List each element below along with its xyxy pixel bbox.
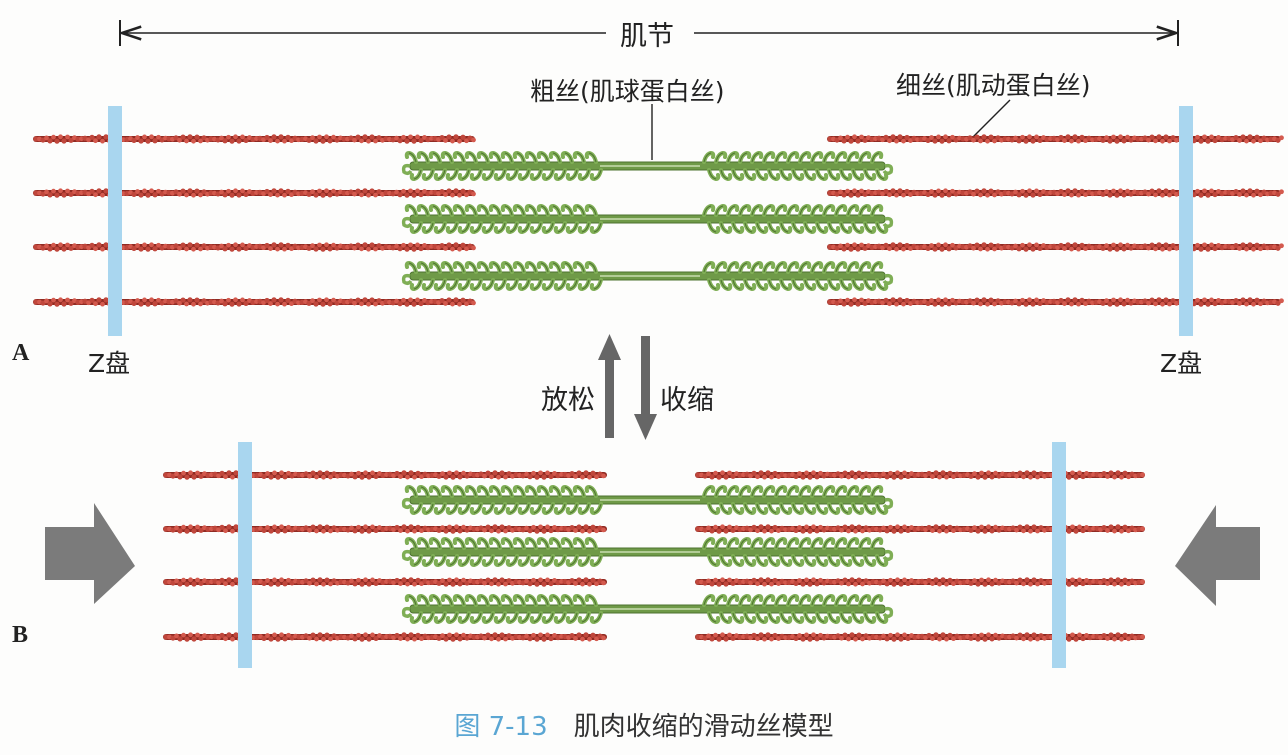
thin-filament [33, 297, 476, 307]
thin-filament [163, 632, 607, 642]
contract-label: 收缩 [660, 385, 714, 416]
push-arrow-right [45, 503, 135, 604]
relax-label: 放松 [541, 385, 595, 416]
thin-filament [33, 242, 476, 252]
thin-filament [827, 188, 1284, 198]
sarcomere-dimension [119, 20, 1179, 46]
figure-caption: 图 7-13 肌肉收缩的滑动丝模型 [0, 706, 1288, 743]
figure-number: 图 7-13 [454, 712, 548, 742]
panel-a-relaxed-sarcomere [33, 106, 1284, 336]
z-disc-label-left: Z盘 [88, 349, 131, 378]
panel-a-label: A [12, 340, 30, 366]
thin-filament [695, 524, 1145, 534]
thin-filament [827, 242, 1284, 252]
panel-b-contracted-sarcomere [163, 442, 1145, 668]
relax-arrow-up [598, 334, 621, 438]
thin-filament-leader-line [971, 99, 1011, 139]
push-arrow-left [1175, 505, 1260, 606]
figure-title: 肌肉收缩的滑动丝模型 [573, 712, 834, 742]
thick-filament [401, 484, 894, 516]
thin-filament [695, 577, 1145, 587]
thin-filament [33, 134, 476, 144]
thick-filament [401, 593, 894, 625]
thin-filament [163, 470, 607, 480]
thin-filament [33, 188, 476, 198]
thin-filament [695, 470, 1145, 480]
z-disc [108, 106, 122, 336]
z-disc [1179, 106, 1193, 336]
thin-filament [827, 134, 1284, 144]
thick-filament [401, 150, 894, 182]
thin-filament [695, 632, 1145, 642]
z-disc [1052, 442, 1066, 668]
thick-filament [401, 203, 894, 235]
z-disc-label-right: Z盘 [1160, 349, 1203, 378]
contract-arrow-down [634, 336, 657, 440]
thin-filament [163, 524, 607, 534]
thick-filament [401, 260, 894, 292]
thick-filament [401, 536, 894, 568]
thin-filament [163, 577, 607, 587]
panel-b-label: B [12, 622, 29, 648]
sarcomere-label: 肌节 [620, 21, 674, 52]
thin-filament-label: 细丝(肌动蛋白丝) [896, 71, 1091, 100]
z-disc [238, 442, 252, 668]
thin-filament [827, 297, 1284, 307]
thick-filament-label: 粗丝(肌球蛋白丝) [530, 77, 725, 106]
